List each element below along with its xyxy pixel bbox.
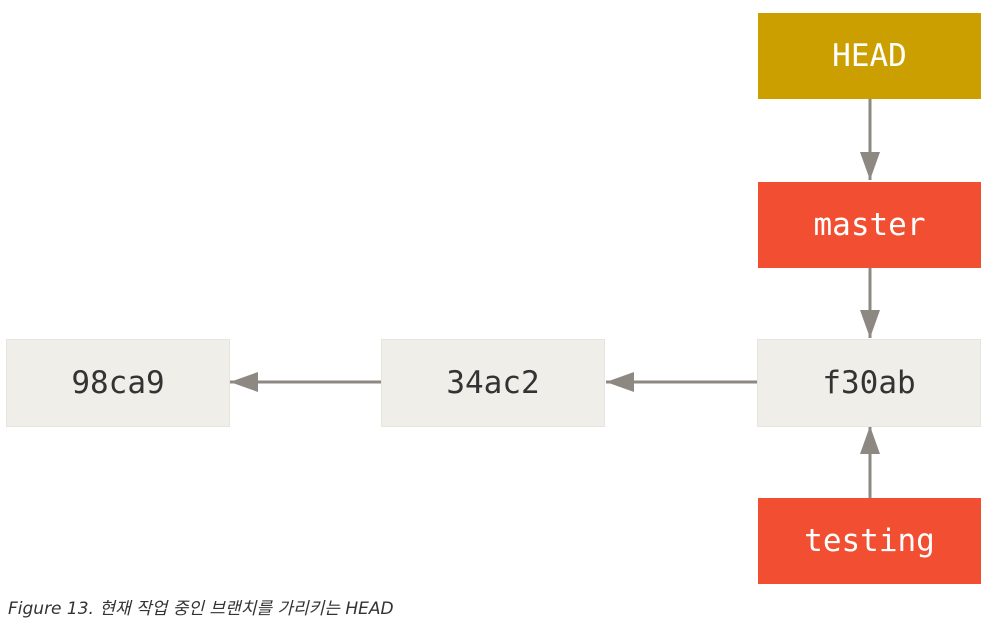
figure-caption: Figure 13. 현재 작업 중인 브랜치를 가리키는 HEAD bbox=[8, 599, 394, 619]
arrowhead-34ac2 bbox=[606, 372, 634, 392]
arrowhead-master bbox=[860, 152, 880, 180]
arrowhead-98ca9 bbox=[230, 372, 258, 392]
head-pointer: HEAD bbox=[758, 13, 981, 99]
branch-testing: testing bbox=[758, 498, 981, 584]
arrowhead-f30ab-from-testing bbox=[860, 426, 880, 454]
arrowhead-f30ab-from-master bbox=[860, 310, 880, 338]
commit-98ca9: 98ca9 bbox=[6, 339, 230, 427]
commit-f30ab: f30ab bbox=[757, 339, 981, 427]
commit-34ac2: 34ac2 bbox=[381, 339, 605, 427]
commit-graph bbox=[230, 98, 880, 498]
branch-master: master bbox=[758, 182, 981, 268]
